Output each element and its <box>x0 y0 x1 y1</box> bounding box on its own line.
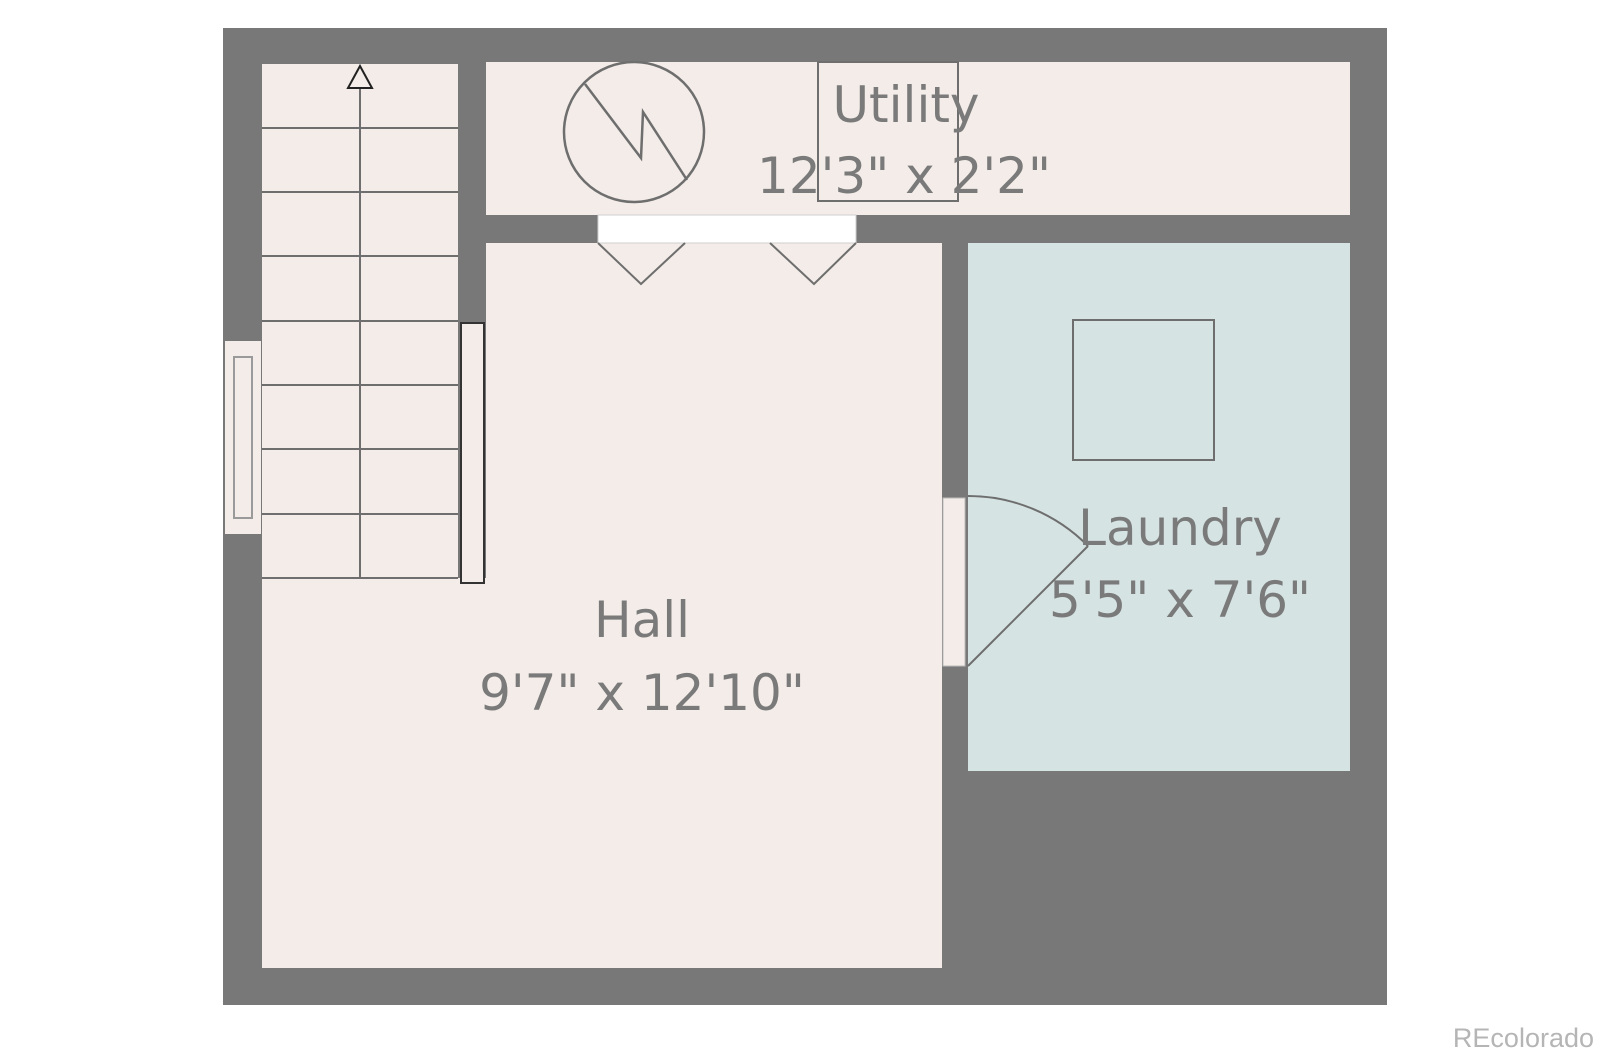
stair-treads <box>262 88 458 579</box>
watermark: REcolorado <box>1453 1023 1594 1053</box>
laundry-room-name: Laundry <box>1078 499 1282 557</box>
stair-direction-arrow-icon <box>346 63 374 89</box>
water-heater-icon <box>562 60 706 204</box>
washer-icon <box>1072 319 1215 461</box>
hall-room-name: Hall <box>594 591 690 649</box>
utility-bifold-door <box>597 214 857 286</box>
utility-room-name: Utility <box>832 76 979 134</box>
utility-room <box>486 62 1350 215</box>
laundry-room-size: 5'5" x 7'6" <box>1049 571 1311 629</box>
stair-railing <box>460 322 485 584</box>
hall-room <box>486 243 942 968</box>
hall-room-lower <box>262 578 488 968</box>
utility-room-size: 12'3" x 2'2" <box>757 147 1051 205</box>
utility-cabinet <box>817 61 959 202</box>
laundry-swing-door <box>942 494 1089 667</box>
laundry-room <box>968 243 1350 771</box>
left-window <box>225 341 261 534</box>
hall-room-size: 9'7" x 12'10" <box>479 664 805 722</box>
